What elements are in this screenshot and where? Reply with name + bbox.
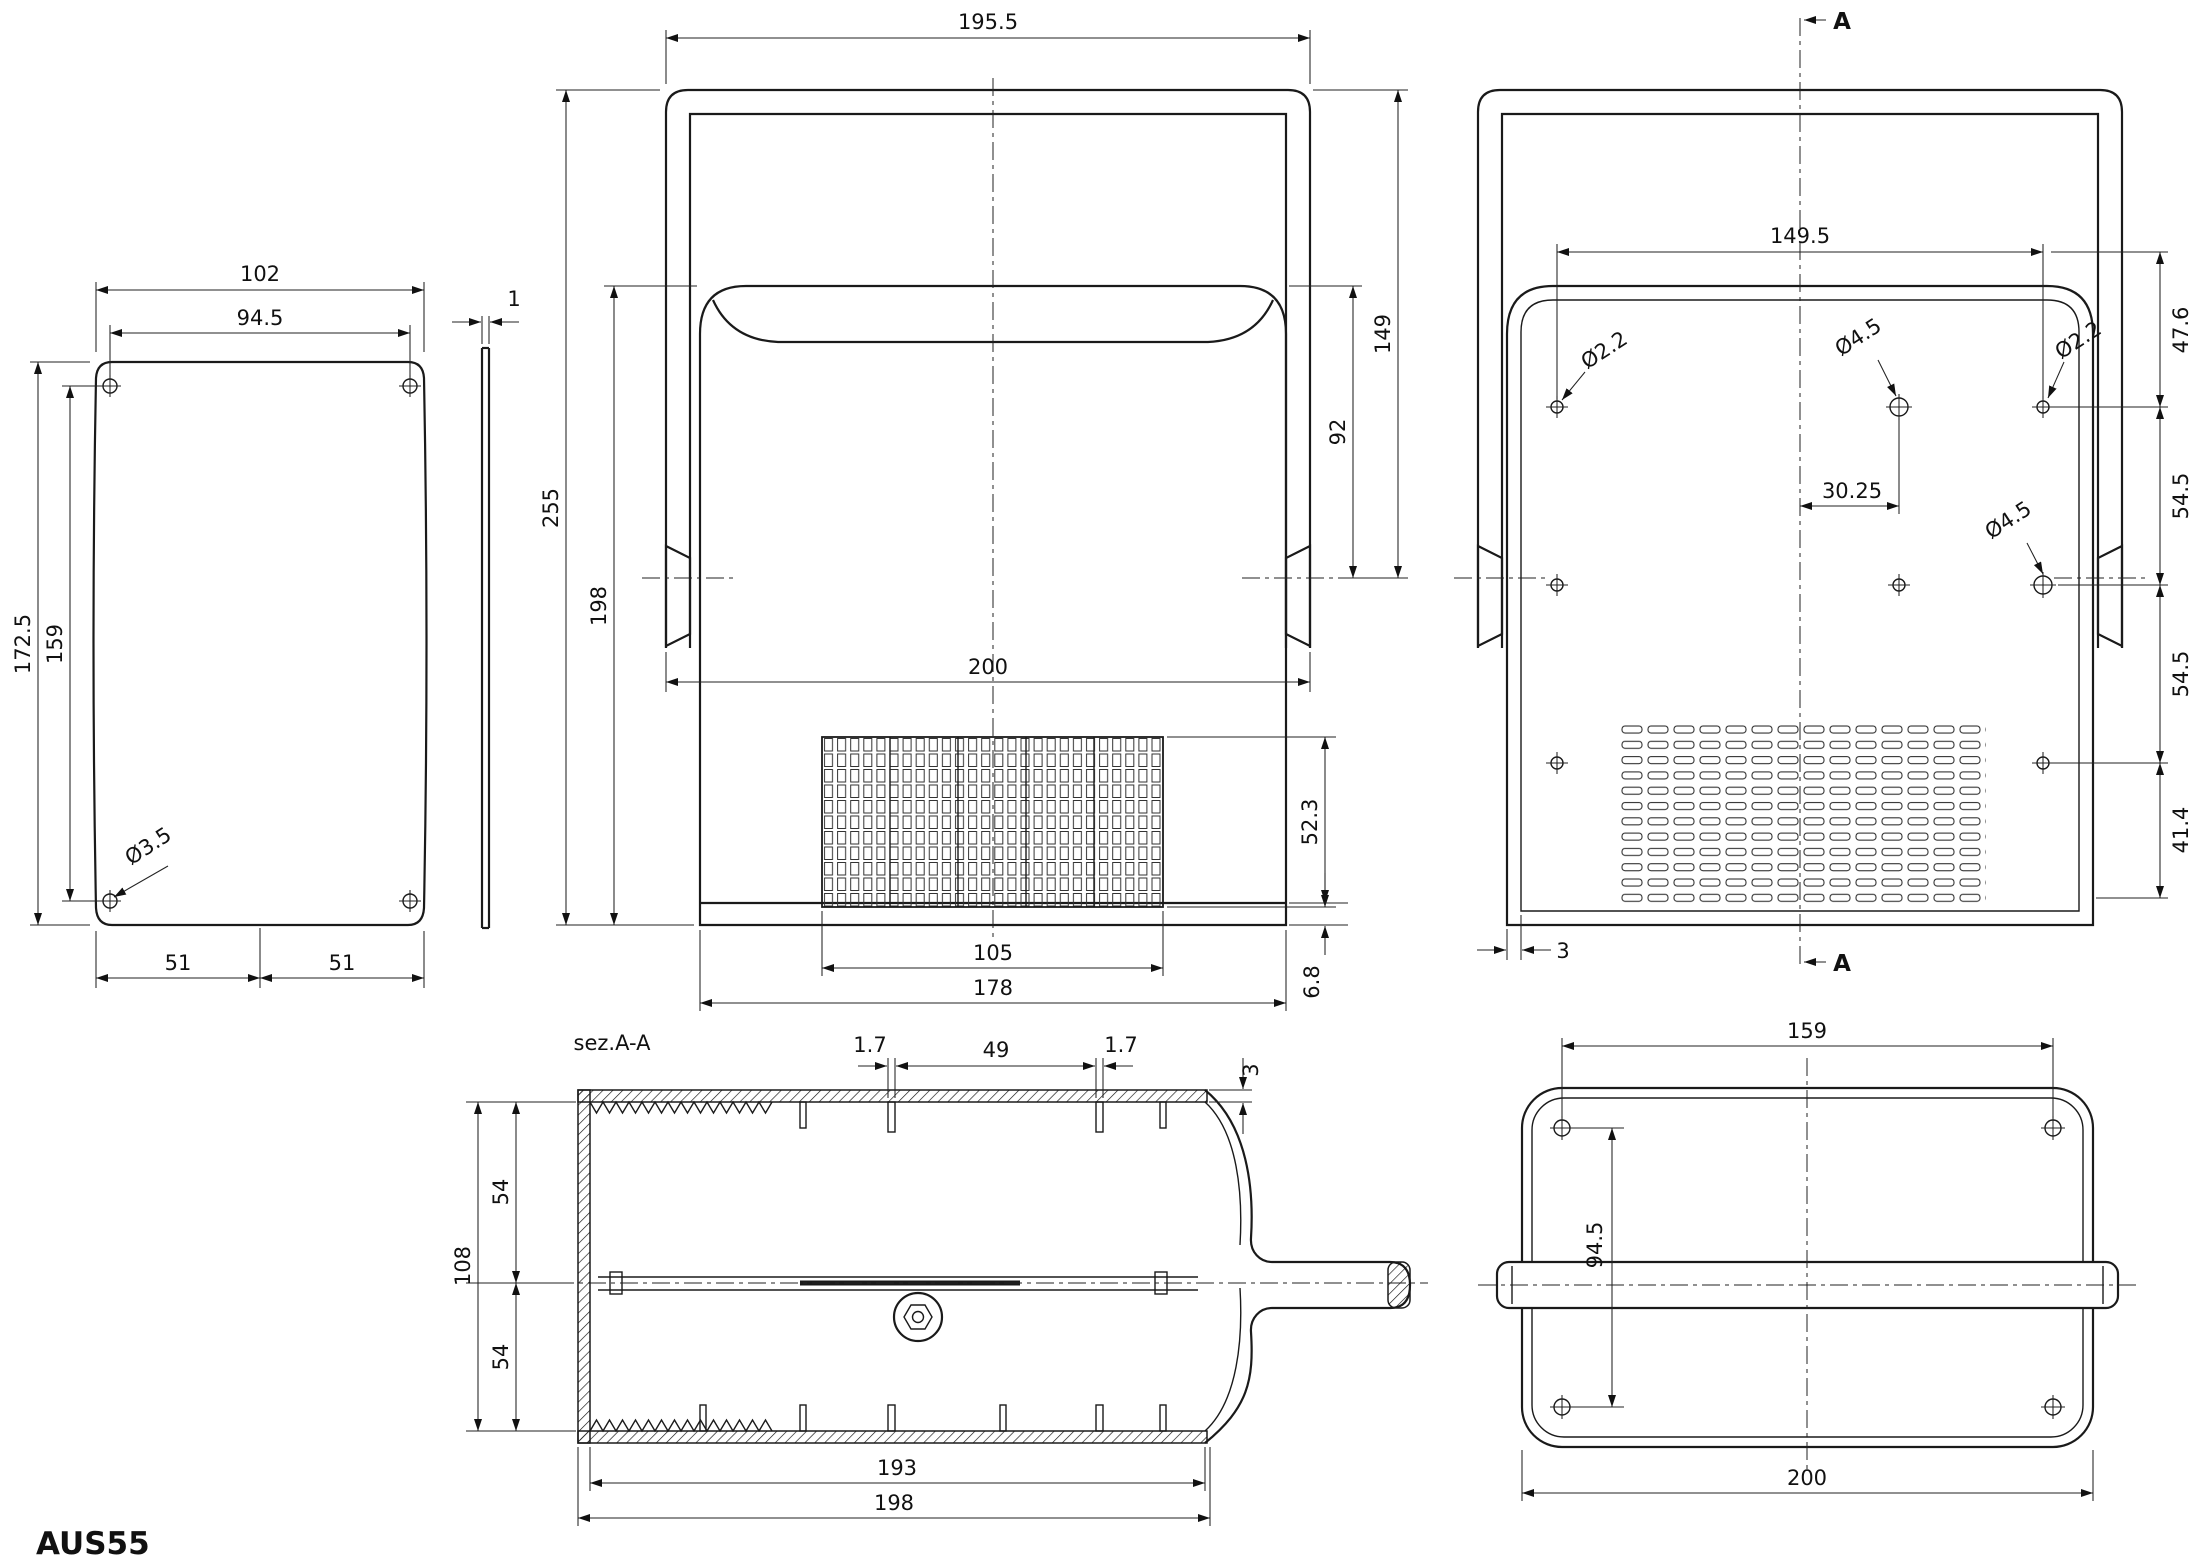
- dim-screw-spacing: 159: [1787, 1019, 1827, 1043]
- dim-row-mid2: 54.5: [2169, 651, 2193, 698]
- dim-center-offset: 30.25: [1822, 479, 1882, 503]
- panel-screw-top-left: [99, 375, 121, 397]
- screw-boss: [892, 1291, 944, 1343]
- dim-handle-width: 195.5: [958, 10, 1018, 34]
- dim-panel-bottom-left: 51: [165, 951, 192, 975]
- dim-hole-top-center: Ø4.5: [1831, 313, 1886, 360]
- dim-row-bottom: 41.4: [2169, 807, 2193, 854]
- panel-screw-bottom-right: [399, 890, 421, 912]
- bottom-view: 159 94.5 200: [1478, 1019, 2138, 1501]
- dim-panel-width-holes: 94.5: [237, 306, 284, 330]
- section-marker-bottom: A: [1833, 951, 1851, 977]
- handle-grip-section: [1387, 1261, 1411, 1309]
- dim-grille-height: 52.3: [1298, 799, 1322, 846]
- case-body-back: [1505, 284, 2095, 927]
- dim-handle-to-pivot: 149: [1371, 314, 1395, 354]
- dim-row-top: 47.6: [2169, 307, 2193, 354]
- hinge-left: [1476, 544, 1504, 648]
- hinge-left: [664, 544, 692, 648]
- boss-holes: [1546, 394, 2056, 774]
- bottom-screws: [1550, 1116, 2065, 1419]
- dim-panel-height-overall: 172.5: [11, 614, 35, 674]
- front-panel-view: 102 94.5 172.5 159 51 51 Ø3.5 1: [11, 262, 521, 988]
- dim-hole-mid-right: Ø4.5: [1981, 496, 2036, 543]
- dim-wall-top: 3: [1239, 1063, 1263, 1076]
- dim-panel-thickness: 1: [507, 287, 520, 311]
- dim-width-over-pivots: 200: [968, 655, 1008, 679]
- dim-wall-thickness: 3: [1556, 939, 1569, 963]
- case-body-front: [698, 284, 1288, 927]
- hinge-right: [1284, 544, 1312, 648]
- dim-boss-spacing-width: 149.5: [1770, 224, 1830, 248]
- dim-bottom-lip: 6.8: [1300, 965, 1324, 998]
- back-vent-grille: [1620, 722, 1986, 906]
- dim-panel-bottom-right: 51: [329, 951, 356, 975]
- panel-screw-top-right: [399, 375, 421, 397]
- back-view: A A Ø2.2 Ø4.5 Ø2.2 Ø4.5 30.25 1: [1454, 9, 2193, 977]
- dim-half-lower: 54: [489, 1344, 513, 1371]
- front-view: 195.5 255 198 149 92 200 52.3 6.8 105: [539, 10, 1408, 1011]
- dim-bottom-width-overall: 200: [1787, 1466, 1827, 1490]
- dim-rib-left: 1.7: [853, 1033, 886, 1057]
- dim-rib-right: 1.7: [1104, 1033, 1137, 1057]
- dim-top-to-pivot: 92: [1326, 419, 1350, 446]
- dim-panel-height-holes: 159: [43, 624, 67, 664]
- front-vent-grille: [821, 736, 1164, 908]
- dim-panel-hole-diameter: Ø3.5: [121, 822, 176, 869]
- dim-row-mid1: 54.5: [2169, 473, 2193, 520]
- dim-body-width: 178: [973, 976, 1013, 1000]
- section-view: sez.A-A: [451, 1031, 1428, 1526]
- dim-grille-width: 105: [973, 941, 1013, 965]
- dim-half-upper: 54: [489, 1179, 513, 1206]
- section-marker-top: A: [1833, 9, 1851, 35]
- dim-outer-width: 198: [874, 1491, 914, 1515]
- drawing-title: AUS55: [36, 1526, 150, 1562]
- panel-screw-bottom-left: [99, 890, 121, 912]
- hinge-right: [2096, 544, 2124, 648]
- dim-screw-row-spacing: 94.5: [1583, 1222, 1607, 1269]
- dim-height-overall: 255: [539, 488, 563, 528]
- dim-inner-width: 193: [877, 1456, 917, 1480]
- section-label: sez.A-A: [574, 1031, 652, 1055]
- dim-rib-spacing: 49: [983, 1038, 1010, 1062]
- dim-inner-height: 108: [451, 1246, 475, 1286]
- dim-panel-width-overall: 102: [240, 262, 280, 286]
- dim-body-height: 198: [587, 586, 611, 626]
- dim-hole-top-left: Ø2.2: [1577, 326, 1632, 373]
